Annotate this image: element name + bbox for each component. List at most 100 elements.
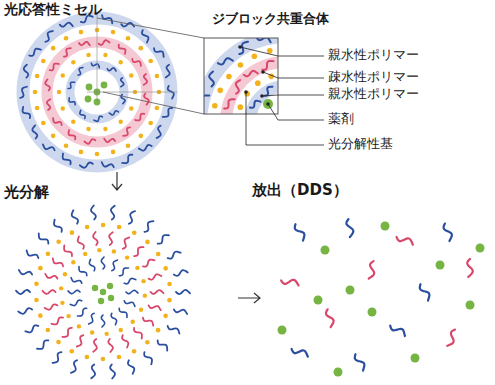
part-label: 親水性ポリマー bbox=[328, 87, 419, 101]
photodegradable-group bbox=[104, 332, 108, 336]
polymer-chain bbox=[21, 106, 32, 119]
polymer-chain bbox=[70, 299, 82, 307]
photodegradable-group bbox=[97, 248, 101, 252]
polymer-chain bbox=[88, 259, 96, 271]
polymer-chain bbox=[70, 210, 79, 225]
polymer-chain bbox=[76, 334, 85, 347]
polymer-chain bbox=[167, 250, 181, 260]
photodegradable-group bbox=[51, 134, 56, 139]
photodegradable-group bbox=[63, 272, 67, 276]
photodegradable-group bbox=[35, 74, 40, 79]
polymer-chain bbox=[135, 112, 146, 122]
polymer-chain bbox=[51, 258, 64, 268]
leader-line bbox=[262, 95, 324, 96]
polymer-chain bbox=[101, 161, 115, 169]
photodegradable-group bbox=[118, 120, 122, 124]
photodegradable-group bbox=[38, 313, 43, 318]
micelle-illustration bbox=[18, 12, 177, 169]
photodegradable-group bbox=[51, 46, 56, 51]
polymer-chain bbox=[143, 219, 154, 233]
photodegradable-group bbox=[69, 349, 74, 354]
photodegradable-group bbox=[244, 91, 250, 97]
photodegradable-group bbox=[41, 121, 46, 126]
photodegradable-group bbox=[70, 230, 75, 235]
part-label: 薬剤 bbox=[328, 112, 354, 126]
polymer-chain bbox=[143, 351, 154, 365]
polymer-chain bbox=[51, 118, 62, 127]
polymer-chain bbox=[90, 205, 96, 219]
polymer-chain bbox=[133, 327, 144, 339]
polymer-chain bbox=[77, 66, 84, 76]
photodegradable-group bbox=[129, 106, 133, 110]
photodegradable-group bbox=[101, 223, 106, 228]
polymer-chain bbox=[88, 313, 96, 325]
drug-particle bbox=[466, 301, 475, 310]
photodegradable-group bbox=[212, 103, 218, 109]
down-arrow bbox=[112, 172, 122, 190]
polymer-chain bbox=[16, 290, 30, 294]
polymer-chain bbox=[156, 339, 169, 351]
photodegradable-group bbox=[111, 150, 116, 155]
photodegradable-group bbox=[38, 266, 43, 271]
photodegradable-group bbox=[117, 225, 122, 230]
polymer-chain bbox=[139, 144, 153, 151]
polymer-chain bbox=[52, 219, 63, 233]
photodegradable-group bbox=[267, 48, 273, 54]
polymer-chain bbox=[121, 334, 130, 347]
photodegradable-group bbox=[255, 80, 261, 86]
guide-line bbox=[97, 12, 98, 102]
polymer-chain bbox=[148, 273, 162, 280]
polymer-chain bbox=[346, 219, 355, 238]
photodegradable-group bbox=[95, 152, 100, 157]
photodegradable-group bbox=[64, 143, 69, 148]
zoom-lines bbox=[97, 18, 204, 114]
photodegradable-group bbox=[34, 282, 39, 287]
photodegradable-group bbox=[86, 53, 90, 57]
photodegradable-group bbox=[145, 340, 150, 345]
figure-title: 光応答性ミセル bbox=[4, 1, 102, 17]
polymer-chain bbox=[25, 324, 39, 334]
leader-line bbox=[263, 72, 324, 78]
photodegradable-group bbox=[130, 319, 134, 323]
photodegradable-group bbox=[217, 88, 223, 94]
photodegradable-group bbox=[79, 150, 84, 155]
polymer-chain bbox=[293, 223, 307, 241]
photodegradable-group bbox=[126, 36, 131, 41]
polymer-chain bbox=[133, 245, 144, 257]
polymer-chain bbox=[353, 353, 367, 371]
drug-particle bbox=[314, 296, 323, 305]
polymer-chain bbox=[25, 250, 39, 260]
polymer-chain bbox=[124, 299, 136, 307]
photodegradable-group bbox=[139, 46, 144, 51]
photodegradable-group bbox=[64, 36, 69, 41]
polymer-chain bbox=[281, 278, 300, 287]
polymer-chain bbox=[104, 138, 115, 143]
photodegradable-group bbox=[119, 328, 123, 332]
leader-dot bbox=[261, 70, 265, 74]
photodegradable-group bbox=[71, 120, 75, 124]
polymer-chain bbox=[94, 115, 104, 122]
polymer-chain bbox=[442, 223, 453, 242]
polymer-chain bbox=[43, 290, 56, 294]
polymer-chain bbox=[18, 85, 27, 98]
photodegradable-group bbox=[125, 255, 129, 259]
photodegradable-group bbox=[60, 301, 64, 305]
polymer-chain bbox=[109, 110, 119, 115]
polymer-chain bbox=[45, 79, 51, 91]
stage-label: 光分解 bbox=[4, 184, 49, 201]
polymer-chain bbox=[46, 99, 51, 110]
polymer-chain bbox=[60, 23, 73, 27]
release-illustration bbox=[278, 219, 485, 377]
guide-line bbox=[87, 92, 177, 93]
polymer-chain bbox=[110, 259, 118, 271]
photodegradable-group bbox=[101, 357, 106, 362]
photodegradable-group bbox=[141, 279, 145, 283]
part-label: 疎水性ポリマー bbox=[328, 70, 419, 84]
drug-particle bbox=[278, 326, 287, 335]
polymer-chain bbox=[418, 283, 432, 301]
polymer-chain bbox=[467, 259, 473, 277]
leader-dot bbox=[238, 45, 242, 49]
leader-line bbox=[240, 47, 324, 56]
polymer-chain bbox=[176, 290, 190, 294]
photolysis-illustration bbox=[16, 205, 190, 378]
